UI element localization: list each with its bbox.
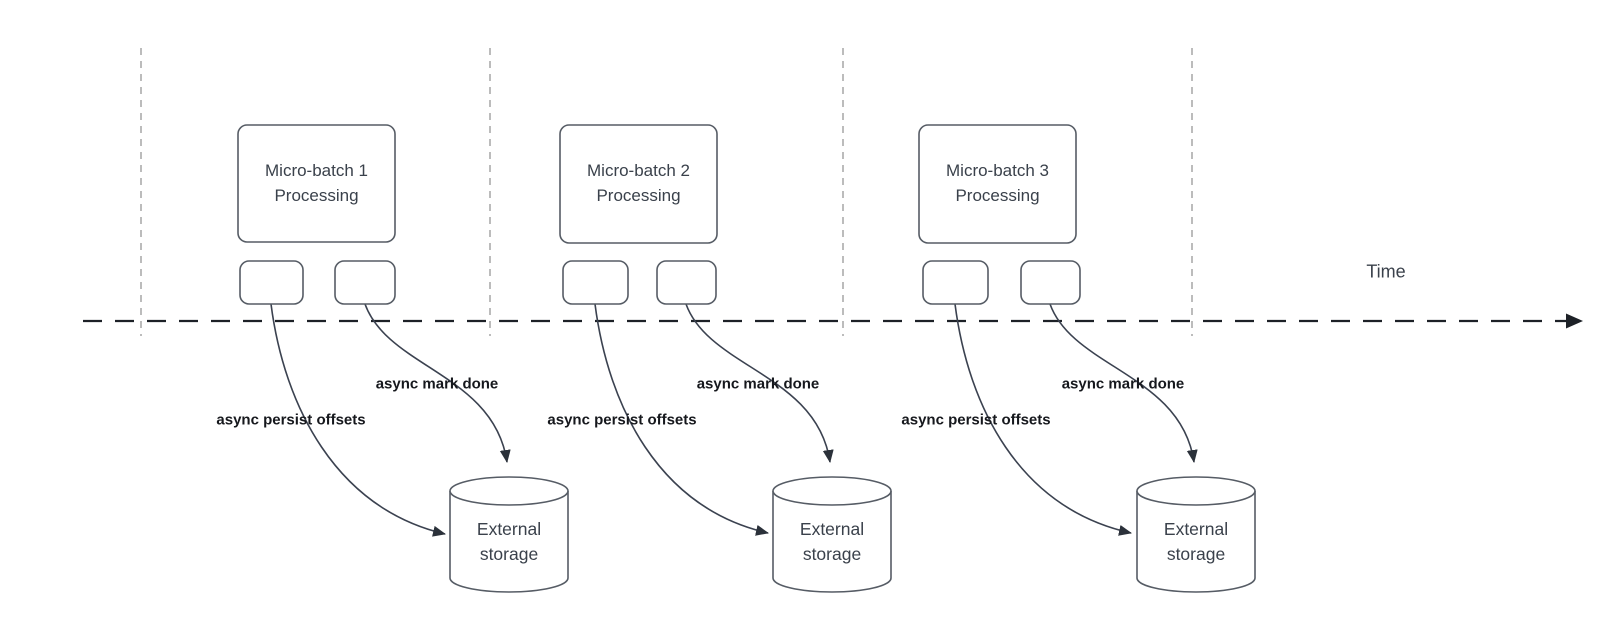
micro-batch-2-subtask-rect-right bbox=[656, 260, 717, 305]
external-storage-label-3: External storage bbox=[1163, 518, 1229, 564]
persist-offsets-label-1: async persist offsets bbox=[216, 411, 366, 429]
micro-batch-3-subtask-rect-left bbox=[922, 260, 989, 305]
external-storage-cylinder-2-body bbox=[772, 491, 892, 593]
mark-done-label-3: async mark done bbox=[1061, 375, 1185, 393]
micro-batch-1-subtask-rect-left bbox=[239, 260, 304, 305]
persist-offsets-arrow-2 bbox=[594, 303, 769, 536]
time-axis-arrowhead bbox=[1566, 313, 1583, 329]
micro-batch-1-subtask-rect-right bbox=[334, 260, 396, 305]
persist-offsets-arrow-3 bbox=[954, 303, 1132, 536]
micro-batch-2-subtask-rect-left bbox=[562, 260, 629, 305]
micro-batch-1-box-label: Micro-batch 1 Processing bbox=[265, 160, 368, 205]
mark-done-arrow-3 bbox=[1049, 303, 1198, 463]
external-storage-cylinder-1-top bbox=[449, 476, 569, 506]
external-storage-label-1: External storage bbox=[476, 518, 542, 564]
external-storage-cylinder-3-body bbox=[1136, 491, 1256, 593]
external-storage-cylinder-2-top bbox=[772, 476, 892, 506]
external-storage-cylinder-1-body bbox=[449, 491, 569, 593]
persist-offsets-label-3: async persist offsets bbox=[901, 411, 1051, 429]
micro-batch-2-box-label: Micro-batch 2 Processing bbox=[587, 160, 690, 205]
mark-done-label-2: async mark done bbox=[696, 375, 820, 393]
micro-batch-3-subtask-rect-right bbox=[1020, 260, 1081, 305]
micro-batch-1-box bbox=[237, 124, 396, 243]
micro-batch-3-box bbox=[918, 124, 1077, 244]
persist-offsets-arrow-1 bbox=[270, 303, 446, 537]
persist-offsets-label-2: async persist offsets bbox=[547, 411, 697, 429]
mark-done-arrow-1 bbox=[364, 303, 511, 463]
mark-done-arrow-2 bbox=[685, 303, 834, 463]
external-storage-label-2: External storage bbox=[799, 518, 865, 564]
micro-batch-3-box-label: Micro-batch 3 Processing bbox=[946, 160, 1049, 205]
micro-batch-2-box bbox=[559, 124, 718, 244]
mark-done-label-1: async mark done bbox=[375, 375, 499, 393]
external-storage-cylinder-3-top bbox=[1136, 476, 1256, 506]
